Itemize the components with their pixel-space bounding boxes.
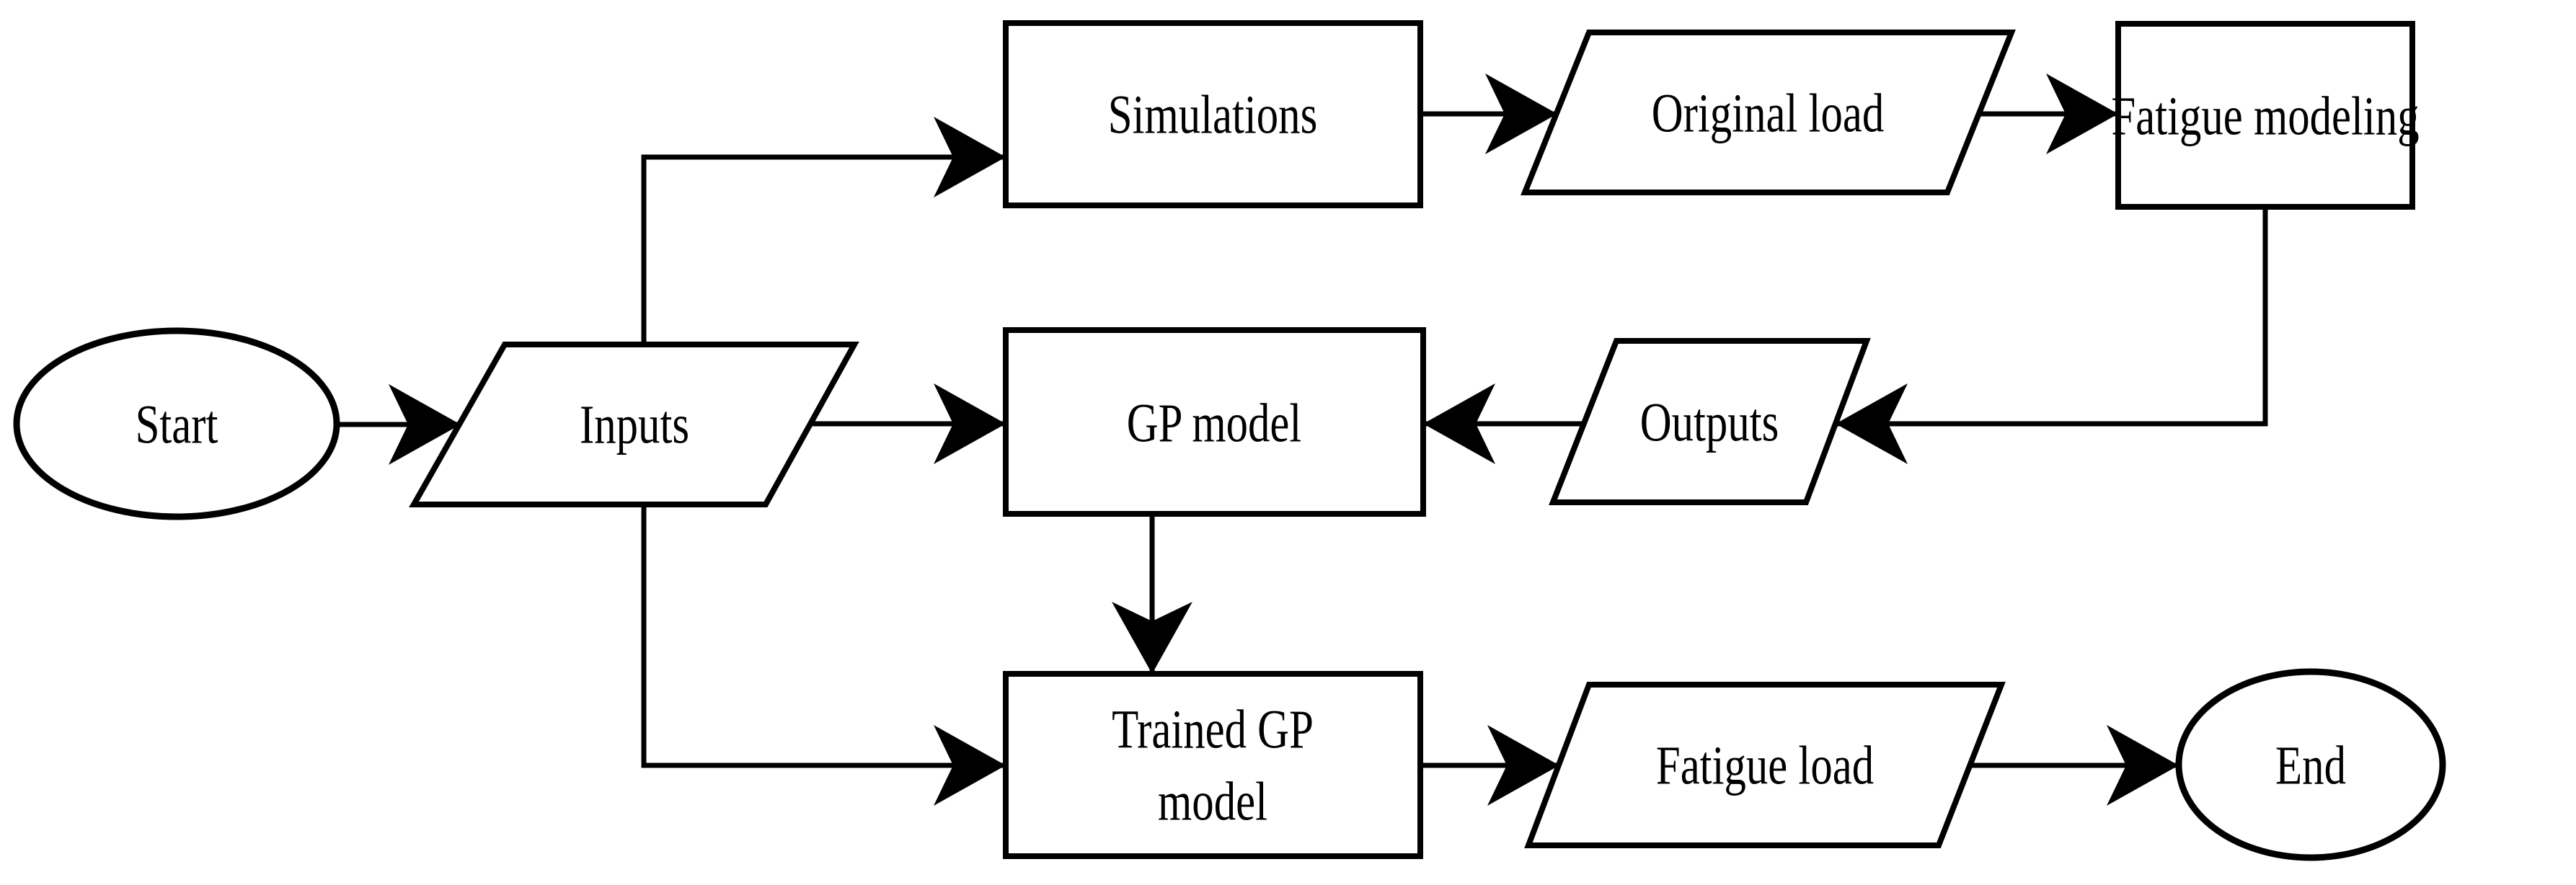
node-inputs: Inputs xyxy=(409,342,859,507)
node-fatigue-modeling: Fatigue modeling xyxy=(2111,21,2420,210)
edge-inputs-to-trained-gp-model xyxy=(641,503,1006,806)
original-load-label: Original load xyxy=(1652,83,1884,143)
start-label: Start xyxy=(136,394,218,455)
fatigue-modeling-label: Fatigue modeling xyxy=(2111,86,2419,146)
original-load-parallelogram-shape xyxy=(1521,30,2016,195)
outputs-label: Outputs xyxy=(1640,392,1779,453)
nodes-layer: Start Inputs Simulations Original load xyxy=(13,20,2446,861)
node-end: End xyxy=(2175,668,2446,861)
node-trained-gp-model: Trained GP model xyxy=(1003,671,1423,859)
simulations-process-shape xyxy=(1003,20,1423,208)
fatigue-modeling-process-shape xyxy=(2115,21,2415,210)
fatigue-load-label: Fatigue load xyxy=(1656,735,1874,796)
node-gp-model: GP model xyxy=(1003,327,1426,517)
trained-gp-model-process-shape xyxy=(1003,671,1423,859)
trained-gp-model-label-line2: model xyxy=(1158,771,1267,832)
node-outputs: Outputs xyxy=(1549,338,1871,505)
simulations-label: Simulations xyxy=(1108,84,1317,145)
node-fatigue-load: Fatigue load xyxy=(1524,682,2006,848)
gp-model-label: GP model xyxy=(1127,393,1302,453)
edge-fatigue-modeling-to-outputs xyxy=(1836,205,2268,464)
trained-gp-model-label-line1: Trained GP xyxy=(1112,699,1314,760)
start-terminator-shape xyxy=(13,327,340,520)
edges-layer xyxy=(328,74,2268,806)
inputs-label: Inputs xyxy=(580,394,689,455)
end-label: End xyxy=(2275,735,2346,796)
node-simulations: Simulations xyxy=(1003,20,1423,208)
fatigue-load-parallelogram-shape xyxy=(1524,682,2006,848)
gp-model-process-shape xyxy=(1003,327,1426,517)
edge-inputs-to-simulations xyxy=(641,117,1006,347)
node-original-load: Original load xyxy=(1521,30,2016,195)
inputs-parallelogram-shape xyxy=(409,342,859,507)
node-start: Start xyxy=(13,327,340,520)
outputs-parallelogram-shape xyxy=(1549,338,1871,505)
end-terminator-shape xyxy=(2175,668,2446,861)
